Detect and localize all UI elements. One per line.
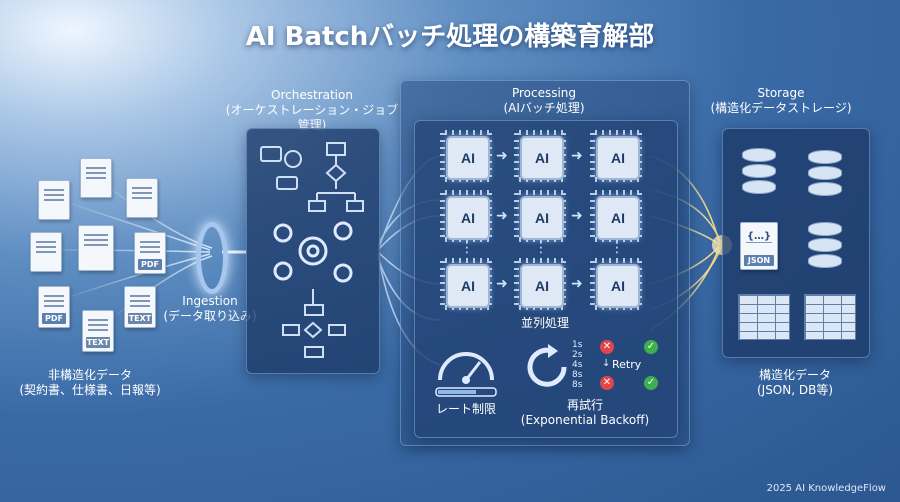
sources-caption: 非構造化データ (契約書、仕様書、日報等) bbox=[19, 368, 161, 397]
rate-limit-label: レート制限 bbox=[435, 402, 496, 416]
ai-chip: AI bbox=[596, 264, 640, 308]
ingestion-ring-icon bbox=[196, 222, 228, 294]
database-icon bbox=[808, 150, 842, 198]
success-icon: ✓ bbox=[644, 376, 658, 390]
ai-chip: AI bbox=[446, 264, 490, 308]
success-icon: ✓ bbox=[644, 340, 658, 354]
arrow-right-icon: ➜ bbox=[496, 148, 508, 164]
signed-document-icon bbox=[30, 232, 62, 272]
parallel-processing-label: 並列処理 bbox=[520, 316, 569, 330]
arrow-right-icon: ➜ bbox=[496, 276, 508, 292]
table-icon bbox=[804, 294, 856, 340]
page-title: AI Batchバッチ処理の構築育解部 bbox=[245, 22, 655, 52]
spreadsheet-icon bbox=[126, 178, 158, 218]
retry-caption: 再試行 (Exponential Backoff) bbox=[520, 398, 650, 427]
workflow-icon bbox=[260, 142, 364, 358]
ai-chip: AI bbox=[446, 136, 490, 180]
text-file-icon: TEXT bbox=[82, 310, 114, 352]
ai-chip: AI bbox=[596, 196, 640, 240]
ellipsis-vertical: ⋮ bbox=[460, 240, 474, 256]
document-icon bbox=[38, 180, 70, 220]
document-icon bbox=[80, 158, 112, 198]
retry-cycle-icon bbox=[527, 344, 567, 387]
text-file-icon: TEXT bbox=[124, 286, 156, 328]
speedometer-icon bbox=[435, 352, 497, 397]
ai-chip: AI bbox=[520, 136, 564, 180]
database-icon bbox=[742, 148, 776, 196]
ai-chip: AI bbox=[446, 196, 490, 240]
ellipsis-vertical: ⋮ bbox=[534, 240, 548, 256]
processing-label: Processing (AIバッチ処理) bbox=[503, 86, 585, 115]
arrow-right-icon: ➜ bbox=[496, 208, 508, 224]
pdf-file-icon: PDF bbox=[38, 286, 70, 328]
storage-label: Storage (構造化データストレージ) bbox=[710, 86, 852, 115]
storage-caption: 構造化データ (JSON, DB等) bbox=[756, 368, 834, 397]
ai-chip: AI bbox=[520, 264, 564, 308]
ingestion-label: Ingestion (データ取り込み) bbox=[163, 294, 257, 323]
database-icon bbox=[808, 222, 842, 270]
ellipsis-vertical: ⋮ bbox=[610, 240, 624, 256]
footer-credit: 2025 AI KnowledgeFlow bbox=[766, 483, 886, 494]
ai-chip: AI bbox=[520, 196, 564, 240]
arrow-right-icon: ➜ bbox=[571, 208, 583, 224]
document-icon bbox=[78, 225, 114, 271]
down-arrow-icon: ↓ bbox=[602, 358, 611, 369]
orchestration-label: Orchestration (オーケストレーション・ジョブ管理) bbox=[225, 88, 399, 132]
table-icon bbox=[738, 294, 790, 340]
backoff-intervals: 1s 2s 4s 8s 8s bbox=[572, 340, 583, 390]
fail-icon: ✕ bbox=[600, 340, 614, 354]
pdf-file-icon: PDF bbox=[134, 232, 166, 274]
arrow-right-icon: ➜ bbox=[571, 148, 583, 164]
arrow-right-icon: ➜ bbox=[571, 276, 583, 292]
ai-chip: AI bbox=[596, 136, 640, 180]
retry-label: Retry bbox=[612, 358, 642, 371]
orchestration-panel bbox=[246, 128, 380, 374]
gears-icon bbox=[273, 221, 353, 283]
fail-icon: ✕ bbox=[600, 376, 614, 390]
json-file-icon: {…} JSON bbox=[740, 222, 778, 270]
